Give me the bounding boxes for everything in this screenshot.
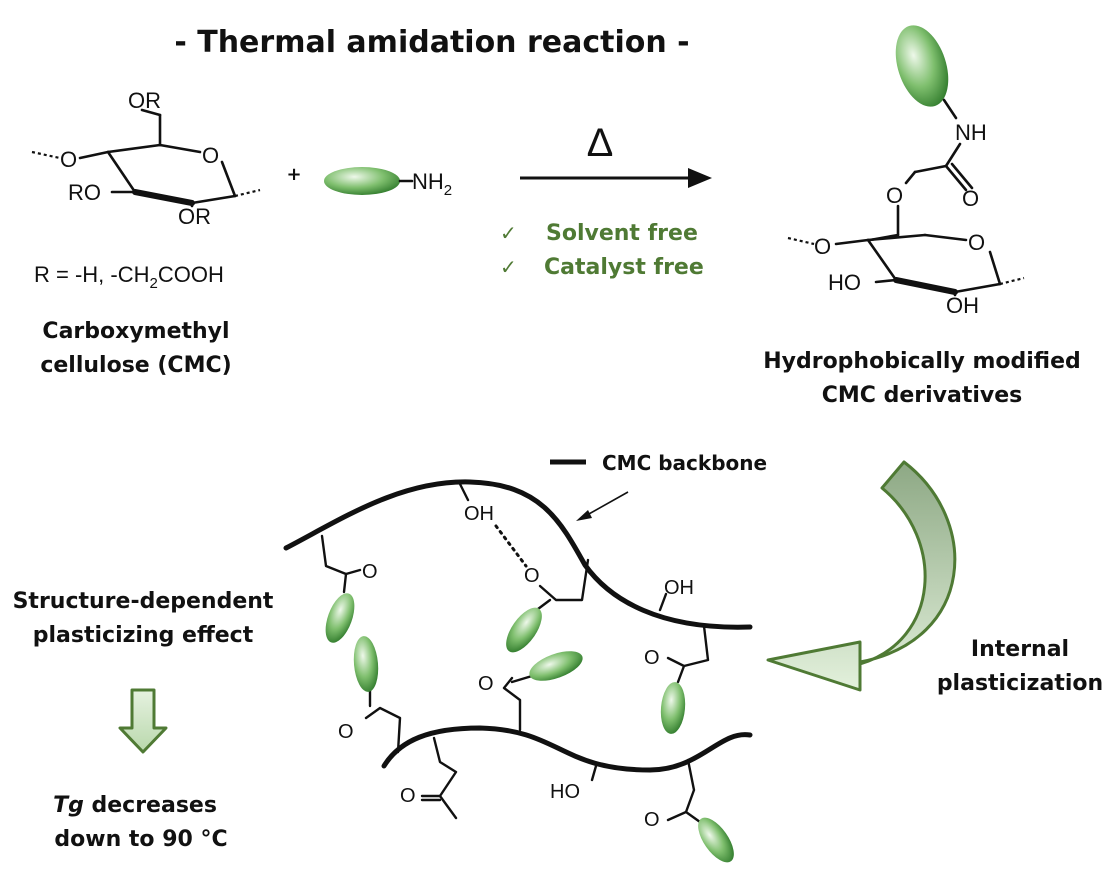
cmc-left-o: O [60, 147, 77, 172]
cmc-ring-o: O [202, 143, 219, 168]
cmc-name-line2: cellulose (CMC) [40, 353, 231, 378]
network-carbonyl-o: O [644, 647, 660, 669]
hydrophobic-group-icon [660, 682, 686, 734]
hydrophobic-group-icon [698, 817, 734, 863]
legend: CMC backbone [550, 451, 767, 475]
product-name-line1: Hydrophobically modified [763, 349, 1081, 374]
hydrophobic-group-icon [529, 651, 583, 681]
network-carbonyl-o: O [362, 561, 378, 583]
internal-plasticization-line2: plasticization [937, 671, 1103, 696]
curved-arrow-icon [766, 460, 957, 692]
network-carbonyl-o: O [644, 809, 660, 831]
product-nh: NH [955, 120, 987, 145]
amine-reagent: NH2 [324, 167, 452, 199]
hydrophobic-group-icon [324, 167, 400, 195]
product-oh: OH [946, 293, 979, 318]
cmc-name-line1: Carboxymethyl [42, 319, 229, 344]
network-carbonyl-o: O [338, 721, 354, 743]
legend-label: CMC backbone [602, 451, 767, 475]
cmc-structure: O O OR RO OR [31, 88, 261, 229]
internal-plasticization-line1: Internal [971, 637, 1069, 662]
backbone-chain [283, 479, 753, 630]
heat-symbol: Δ [587, 121, 614, 165]
amine-label: NH2 [412, 169, 452, 199]
network-oh-top: OH [464, 503, 494, 525]
hydrophobic-group-icon [506, 607, 542, 653]
effect-line2: plasticizing effect [33, 623, 254, 648]
network-carbonyl-o: O [478, 673, 494, 695]
product-left-o: O [814, 234, 831, 259]
down-arrow-icon [118, 688, 168, 754]
cmc-ro: RO [68, 180, 101, 205]
product-ether-o: O [886, 183, 903, 208]
product-ho: HO [828, 270, 861, 295]
hydrophobic-group-icon [353, 636, 379, 692]
cmc-or-bottom: OR [178, 204, 211, 229]
network-carbonyl-o: O [524, 565, 540, 587]
check-icon: ✓ [500, 257, 517, 279]
product-name-line2: CMC derivatives [822, 383, 1023, 408]
hydrophobic-group-icon [895, 25, 949, 107]
scheme-title: - Thermal amidation reaction - [174, 25, 689, 60]
cmc-network: OH O O OH O O O O [283, 479, 753, 863]
network-carbonyl-o: O [400, 785, 416, 807]
condition-catalyst-free: Catalyst free [544, 255, 704, 280]
product-structure: NH O O O O HO OH [787, 25, 1025, 318]
tg-line1: Tg decreases [53, 793, 217, 818]
hydrophobic-group-icon [325, 593, 355, 643]
check-icon: ✓ [500, 223, 517, 245]
r-definition: R = -H, -CH2COOH [34, 262, 224, 292]
effect-line1: Structure-dependent [13, 589, 274, 614]
backbone-chain [381, 725, 753, 773]
condition-solvent-free: Solvent free [546, 221, 698, 246]
product-ring-o: O [968, 230, 985, 255]
reaction-arrow [520, 168, 712, 188]
network-oh-right: OH [664, 577, 694, 599]
plus-sign: + [286, 164, 301, 185]
product-carbonyl-o: O [962, 186, 979, 211]
tg-line2: down to 90 °C [54, 827, 227, 852]
cmc-or-top: OR [128, 88, 161, 113]
network-ho-bottom: HO [550, 781, 580, 803]
